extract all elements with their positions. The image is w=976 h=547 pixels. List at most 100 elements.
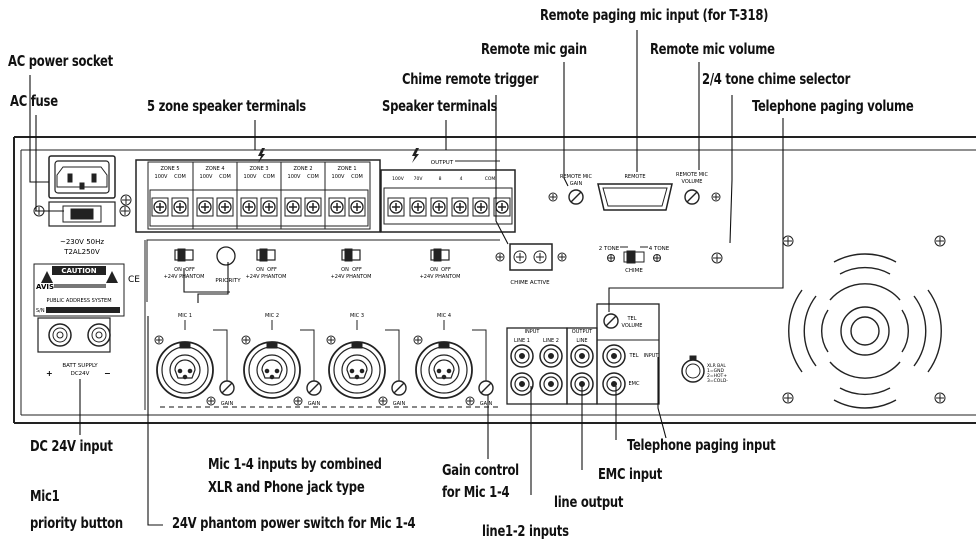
tel-label: TEL — [629, 353, 639, 359]
callout-ac-fuse: AC fuse — [10, 92, 58, 110]
gain-label: GAIN — [221, 401, 234, 407]
zone-terminal-screw — [216, 197, 234, 217]
batt-supply-text: BATT SUPPLY — [62, 363, 98, 369]
callout-gain-control-line1: Gain control — [442, 461, 519, 479]
callout-emc-input: EMC input — [598, 465, 663, 483]
callout-mic1: Mic1 — [30, 487, 60, 505]
callout-gain-control-line2: for Mic 1-4 — [442, 483, 510, 501]
xlr-bal-connector[interactable] — [681, 355, 705, 383]
plus-sign: + — [46, 369, 53, 378]
zone-terminal-screw — [196, 197, 214, 217]
rca-jack[interactable] — [602, 344, 626, 368]
rca-jack[interactable] — [539, 372, 563, 396]
callout-chime-remote-trigger: Chime remote trigger — [402, 70, 539, 88]
remote-paging-connector[interactable] — [597, 183, 673, 211]
zone-com-label: COM — [174, 174, 186, 180]
tel-volume-knob[interactable] — [603, 313, 619, 329]
tel-volume-label: TEL — [627, 316, 637, 322]
rca-jack[interactable] — [602, 372, 626, 396]
rca-jack[interactable] — [539, 344, 563, 368]
battery-supply-terminals — [37, 317, 111, 353]
zone-label: ZONE 1 — [337, 166, 356, 172]
input-label: INPUT — [525, 329, 541, 335]
mic-combo-jack[interactable] — [328, 320, 386, 399]
remote-mic-gain-label-2: GAIN — [570, 181, 583, 187]
output-tap-label: 100V — [392, 176, 405, 182]
gain-label: GAIN — [308, 401, 321, 407]
lightning-icon — [258, 148, 265, 163]
xlr-bal-label-3: 2=HOT+ — [707, 373, 727, 379]
mic-label: MIC 1 — [178, 313, 192, 319]
mount-screw-icon — [413, 335, 475, 406]
mount-screw-icon — [154, 335, 216, 406]
zone-terminal-screw — [348, 197, 366, 217]
zone-terminal-block — [135, 159, 381, 233]
pa-system-text: PUBLIC ADDRESS SYSTEM — [46, 298, 111, 304]
fan-grille — [788, 253, 942, 409]
remote-mic-volume-knob[interactable] — [684, 189, 721, 205]
dc24v-text: DC24V — [71, 371, 90, 377]
phantom-label: +24V PHANTOM — [331, 274, 372, 280]
gain-knob[interactable] — [213, 329, 235, 396]
ac-fuse-holder — [33, 201, 131, 227]
priority-button[interactable] — [216, 246, 236, 266]
callout-mic-inputs-line2: XLR and Phone jack type — [208, 478, 365, 496]
tel-volume-label-2: VOLUME — [622, 323, 643, 329]
line-label: LINE — [576, 338, 587, 344]
zone-100v-label: 100V — [200, 174, 214, 180]
callout-phantom-switch: 24V phantom power switch for Mic 1-4 — [172, 514, 416, 532]
caution-label: CAUTION AVIS PUBLIC ADDRESS SYSTEM S/N — [33, 263, 125, 317]
callout-priority-button: priority button — [30, 514, 123, 532]
rca-jack[interactable] — [510, 372, 534, 396]
gain-knob[interactable] — [300, 329, 322, 396]
mic-combo-jack[interactable] — [415, 320, 473, 399]
rca-jack[interactable] — [510, 344, 534, 368]
chime-active-label: CHIME ACTIVE — [510, 280, 550, 286]
gain-knob[interactable] — [472, 329, 494, 396]
phantom-switch[interactable] — [174, 248, 194, 262]
mount-screw-icon — [326, 335, 388, 406]
zone-label: ZONE 5 — [160, 166, 179, 172]
output-terminal-screw — [472, 197, 490, 217]
output-tap-label: 70V — [414, 176, 424, 182]
phantom-label: +24V PHANTOM — [246, 274, 287, 280]
callout-remote-mic-volume: Remote mic volume — [650, 40, 775, 58]
callout-chime-selector: 2/4 tone chime selector — [702, 70, 851, 88]
two-tone-label: 2 TONE — [599, 246, 620, 252]
phantom-switch[interactable] — [341, 248, 361, 262]
zone-label: ZONE 4 — [205, 166, 224, 172]
zone-screws — [151, 197, 366, 217]
on-label: ON — [174, 267, 182, 273]
emc-label: EMC — [629, 381, 640, 387]
phantom-switch[interactable] — [256, 248, 276, 262]
zone-com-label: COM — [351, 174, 363, 180]
on-label: ON — [430, 267, 438, 273]
rca-jack[interactable] — [570, 344, 594, 368]
mount-screw-icon — [120, 194, 132, 206]
callout-remote-paging-mic-input: Remote paging mic input (for T-318) — [540, 6, 769, 24]
zone-terminal-screw — [328, 197, 346, 217]
off-label: OFF — [352, 267, 362, 273]
output-tap-label: COM — [485, 176, 496, 182]
mic-label: MIC 3 — [350, 313, 364, 319]
output-small-label: OUTPUT — [572, 329, 593, 335]
off-label: OFF — [185, 267, 195, 273]
zone-terminal-screw — [240, 197, 258, 217]
remote-mic-gain-knob[interactable] — [548, 189, 584, 205]
ac-power-socket — [48, 155, 116, 199]
chime-active-terminal — [495, 243, 567, 271]
zone-com-label: COM — [263, 174, 275, 180]
mic-combo-jack[interactable] — [156, 320, 214, 399]
mic-combo-jack[interactable] — [243, 320, 301, 399]
gain-knob[interactable] — [385, 329, 407, 396]
chime-selector-switch[interactable] — [607, 246, 661, 264]
phantom-switch[interactable] — [430, 248, 450, 262]
zone-com-label: COM — [307, 174, 319, 180]
zone-100v-label: 100V — [244, 174, 258, 180]
mic-label: MIC 2 — [265, 313, 279, 319]
zone-terminal-screw — [260, 197, 278, 217]
